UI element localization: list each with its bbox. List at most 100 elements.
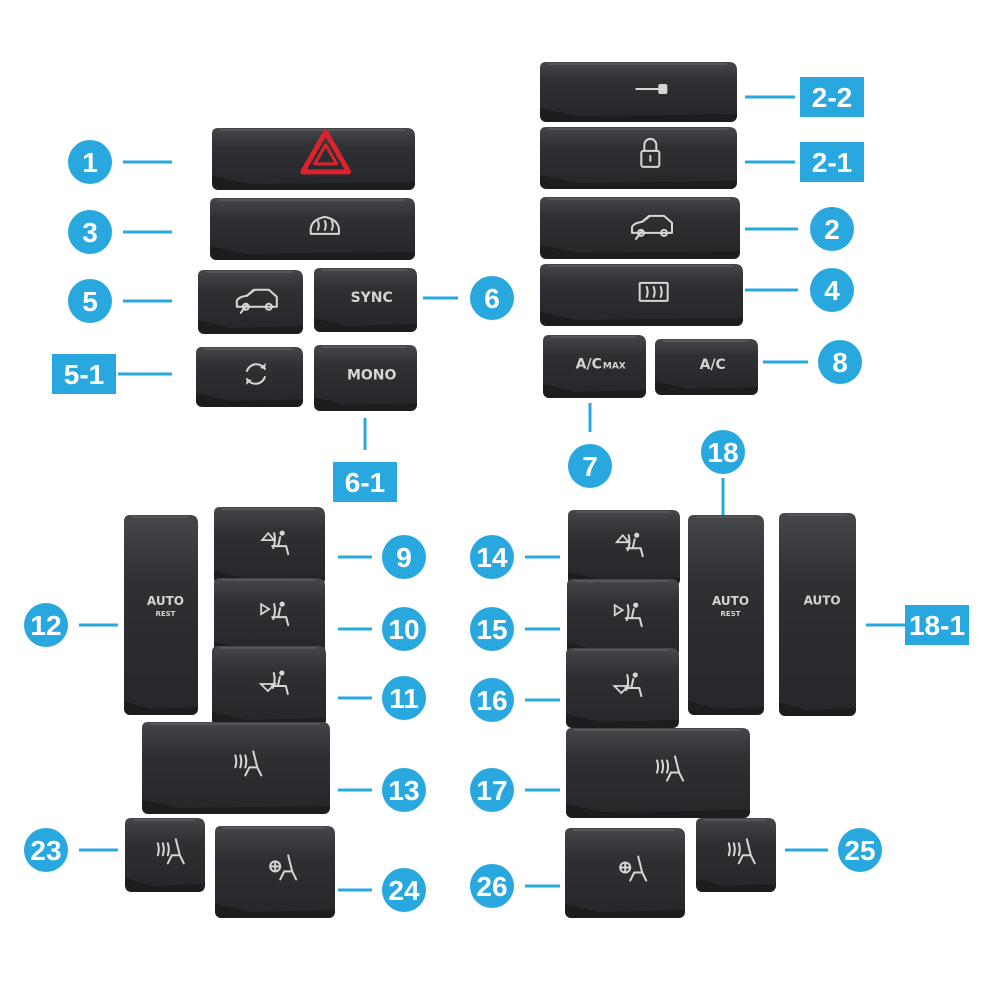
callout-2-1-label: 2-1: [812, 147, 852, 178]
callout-5-1: 5-1: [52, 354, 172, 394]
button-2: [540, 197, 740, 259]
callout-11-label: 11: [389, 683, 419, 714]
button-7: A/CMAX: [543, 335, 646, 398]
callout-11: 11: [338, 676, 426, 720]
button-7-label: A/CMAX: [576, 356, 626, 372]
car-tailgate-icon: [235, 288, 278, 314]
button-11: [212, 646, 326, 726]
padlock-icon: [640, 137, 661, 168]
callout-23-label: 23: [30, 835, 61, 866]
button-6-1-label: MONO: [347, 368, 397, 384]
button-6-label: SYNC: [351, 290, 393, 306]
callout-2-label: 2: [824, 214, 840, 245]
callout-14-label: 14: [476, 542, 508, 573]
callout-15-label: 15: [476, 614, 507, 645]
button-2-2: [540, 62, 737, 122]
callout-12: 12: [24, 603, 118, 647]
callout-14: 14: [470, 535, 560, 579]
seat-heater-icon: [656, 755, 685, 782]
callout-6: 6: [423, 276, 514, 320]
hazard-triangle-icon: [300, 129, 352, 175]
airflow-feet-icon: [258, 670, 289, 695]
callout-18-1-label: 18-1: [909, 610, 965, 641]
callout-2-2: 2-2: [745, 77, 864, 117]
button-18: AUTO REST: [688, 515, 764, 715]
airflow-face-icon: [613, 602, 643, 628]
button-24: [215, 826, 335, 918]
callout-5-label: 5: [82, 286, 98, 317]
button-14: [568, 510, 680, 586]
callout-3-label: 3: [82, 217, 98, 248]
callout-4-label: 4: [824, 275, 840, 306]
callout-16: 16: [470, 678, 560, 722]
button-15: [567, 579, 679, 657]
button-8: A/C: [655, 339, 758, 395]
button-12-label: AUTO: [147, 594, 184, 608]
recirculation-icon: [245, 363, 266, 385]
callout-23: 23: [24, 828, 118, 872]
callout-26: 26: [470, 864, 560, 908]
button-10: [214, 578, 325, 656]
car-tailgate-icon: [631, 214, 673, 240]
callout-25-label: 25: [844, 835, 875, 866]
callout-18-1: 18-1: [866, 605, 969, 645]
airflow-up-icon: [614, 532, 644, 558]
button-4: [540, 264, 743, 326]
airflow-face-icon: [260, 601, 290, 627]
callout-3: 3: [68, 210, 172, 254]
callout-2: 2: [745, 207, 854, 251]
callout-25: 25: [785, 828, 882, 872]
callout-6-label: 6: [484, 283, 500, 314]
seat-ventilation-icon: [269, 854, 298, 881]
callout-24-label: 24: [388, 875, 420, 906]
callout-5-1-label: 5-1: [64, 359, 104, 390]
button-6-1: MONO: [314, 345, 417, 411]
seat-ventilation-icon: [619, 855, 648, 882]
button-18-1-label: AUTO: [804, 593, 841, 607]
callout-24: 24: [338, 868, 426, 912]
button-5-1: [196, 347, 303, 407]
button-9: [214, 507, 325, 585]
callout-17: 17: [470, 768, 560, 812]
callout-15: 15: [470, 607, 560, 651]
callout-13: 13: [338, 768, 426, 812]
button-18-label: AUTO: [712, 594, 749, 608]
button-18-sublabel: REST: [721, 610, 741, 618]
airflow-feet-icon: [612, 672, 643, 697]
seat-heater-icon: [727, 838, 756, 865]
callout-13-label: 13: [388, 775, 419, 806]
callout-16-label: 16: [476, 685, 507, 716]
seat-heater-icon: [234, 750, 263, 777]
callout-18-label: 18: [707, 437, 738, 468]
button-5: [198, 270, 303, 334]
button-13: [142, 722, 330, 814]
callout-10-label: 10: [388, 614, 419, 645]
rear-defrost-icon: [638, 281, 669, 302]
button-8-label: A/C: [700, 357, 726, 373]
callout-7-label: 7: [582, 451, 598, 482]
callout-4: 4: [745, 268, 854, 312]
button-1: [212, 128, 415, 190]
callout-2-2-label: 2-2: [812, 82, 852, 113]
button-26: [565, 828, 685, 918]
button-18-1: AUTO: [779, 513, 856, 716]
callout-7: 7: [568, 403, 612, 488]
button-6: SYNC: [314, 268, 417, 332]
callout-8-label: 8: [832, 347, 848, 378]
button-16: [566, 648, 679, 728]
callout-17-label: 17: [476, 775, 507, 806]
callout-1: 1: [68, 140, 172, 184]
airflow-up-icon: [260, 530, 290, 556]
button-3: [210, 198, 415, 260]
callout-18: 18: [701, 430, 745, 515]
valet-key-icon: [635, 84, 668, 94]
button-2-1: [540, 127, 737, 189]
callout-2-1: 2-1: [745, 142, 864, 182]
seat-heater-icon: [156, 838, 185, 865]
callout-6-1-label: 6-1: [345, 467, 385, 498]
callout-6-1: 6-1: [333, 418, 397, 502]
callout-12-label: 12: [30, 610, 61, 641]
button-23: [125, 818, 205, 892]
